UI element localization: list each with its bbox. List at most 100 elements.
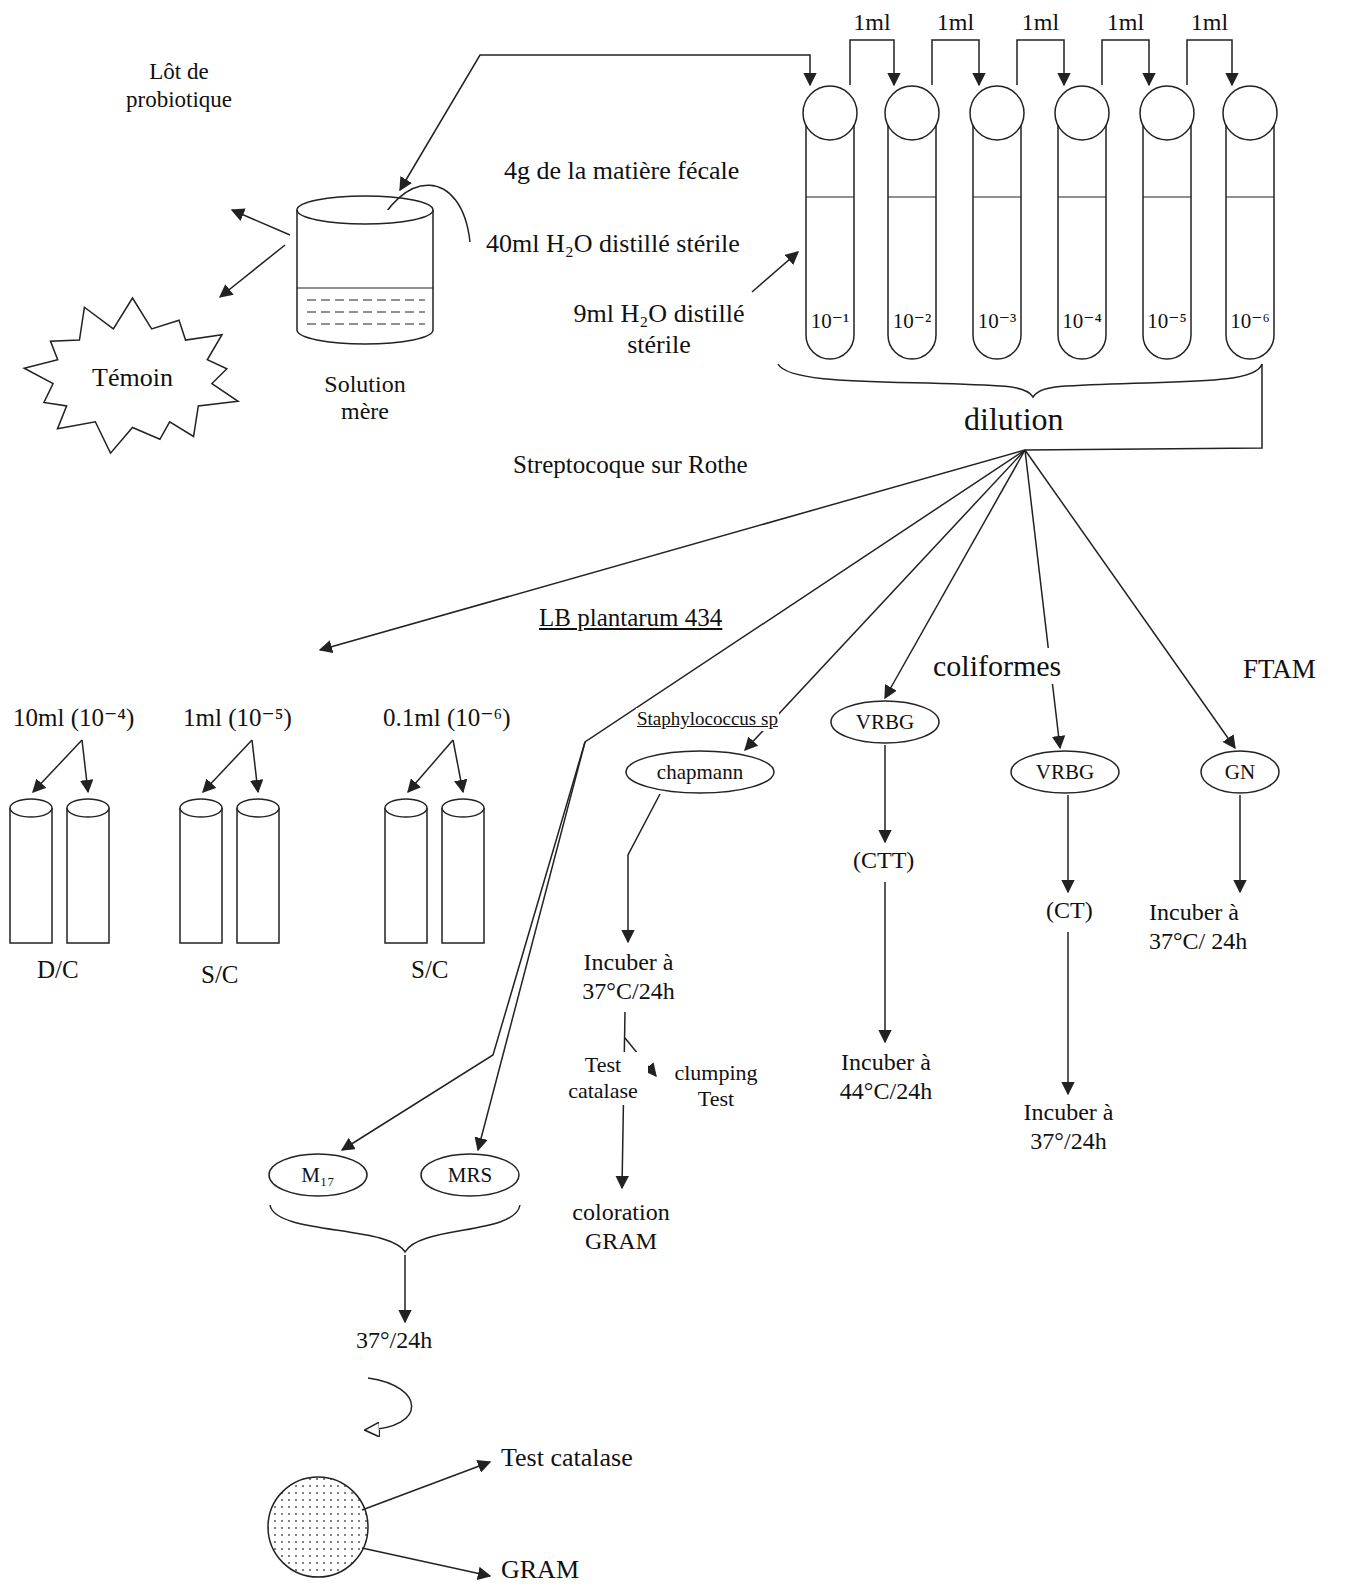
flow-connector: [400, 55, 810, 190]
drawing-part: [297, 196, 433, 224]
drawing-part: [421, 1154, 519, 1196]
drawing-part: [237, 799, 279, 943]
flow-connector: [850, 40, 894, 85]
node-text: Solution mère: [308, 371, 423, 426]
annotation-text: 40ml H₂O distillé stérile: [485, 228, 741, 259]
edge-label: 1ml: [1021, 8, 1060, 37]
flow-connector: [1017, 40, 1064, 85]
annotation-text: 4g de la matière fécale: [503, 155, 740, 186]
edge-label: 1ml: [852, 8, 891, 37]
drawing-part: [297, 210, 433, 344]
drawing-part: [884, 745, 886, 842]
drawing-part: [408, 740, 453, 792]
drawing-part: [453, 740, 463, 792]
drawing-part: [362, 1548, 490, 1576]
node-text: MRS: [448, 1163, 492, 1187]
medium-ellipse: GN: [1200, 750, 1280, 794]
dilution-tube: 10⁻⁵: [1137, 85, 1197, 365]
node-text: 10⁻¹: [811, 309, 849, 333]
drawing-part: [442, 799, 484, 943]
annotation-text: 37°/24h: [355, 1326, 433, 1355]
drawing-part: [232, 210, 290, 235]
dilution-tube: 10⁻⁴: [1052, 85, 1112, 365]
drawing-part: [1140, 86, 1194, 140]
drawing-part: [203, 740, 252, 792]
node-text: chapmann: [657, 760, 743, 784]
drawing-part: [1143, 113, 1191, 359]
annotation-text: S/C: [410, 955, 450, 985]
edge-label: 1ml: [936, 8, 975, 37]
drawing-part: [885, 86, 939, 140]
drawing-part: [1067, 932, 1069, 1094]
drawing-part: [884, 882, 886, 1042]
drawing-part: [1011, 751, 1119, 793]
node-text: M₁₇: [301, 1163, 334, 1187]
drawing-part: [1226, 113, 1274, 359]
drawing-part: [362, 1462, 490, 1510]
drawing-part: [806, 196, 854, 197]
annotation-text: D/C: [36, 955, 80, 985]
drawing-part: [1055, 86, 1109, 140]
drawing-part: [970, 86, 1024, 140]
drawing-part: [1025, 450, 1235, 748]
drawing-part: [320, 450, 1025, 650]
drawing-part: [385, 799, 427, 943]
drawing-part: [1067, 795, 1069, 892]
node-text: GN: [1225, 760, 1255, 784]
annotation-text: Staphylococcus sp: [636, 708, 779, 731]
drawing-part: [1143, 196, 1191, 197]
node-text: 10⁻⁴: [1062, 309, 1101, 333]
drawing-part: [778, 364, 1262, 397]
drawing-part: [752, 252, 798, 292]
flow-connector: [932, 40, 979, 85]
node-text: VRBG: [856, 710, 914, 734]
drawing-part: [404, 1255, 406, 1322]
drawing-part: [33, 740, 82, 792]
annotation-text: Incuber à 37°C/24h: [565, 948, 692, 1006]
drawing-part: [973, 113, 1021, 359]
node-text: VRBG: [1036, 760, 1094, 784]
drawing-part: [745, 450, 1025, 750]
drawing-part: [67, 799, 109, 943]
drawing-part: [297, 287, 433, 288]
annotation-text: (CTT): [852, 846, 915, 875]
annotation-text: (CT): [1045, 896, 1094, 925]
drawing-part: [1239, 795, 1241, 892]
beaker-node: Solution mère: [285, 190, 445, 430]
flow-connector: [1187, 40, 1232, 85]
edge-label: 1ml: [1190, 8, 1229, 37]
drawing-part: [831, 701, 939, 743]
annotation-text: Incuber à 37°/24h: [995, 1098, 1142, 1156]
annotation-text: LB plantarum 434: [538, 603, 723, 633]
annotation-text: GRAM: [500, 1554, 580, 1585]
drawing-part: [180, 799, 222, 943]
drawing-part: [342, 450, 1025, 1150]
dilution-tube: 10⁻³: [967, 85, 1027, 365]
drawing-part: [1226, 196, 1274, 197]
node-text: 10⁻³: [978, 309, 1016, 333]
annotation-text: 10ml (10⁻⁴): [12, 703, 135, 733]
drawing-part: [803, 86, 857, 140]
node-text: 10⁻²: [893, 309, 931, 333]
drawing-part: [1058, 196, 1106, 197]
flow-connector: [220, 245, 285, 297]
drawing-part: [973, 196, 1021, 197]
medium-ellipse: MRS: [420, 1153, 520, 1197]
drawing-part: [307, 312, 425, 313]
drawing-part: [307, 300, 425, 301]
drawing-part: [307, 324, 425, 325]
annotation-text: Incuber à 37°C/ 24h: [1148, 898, 1260, 956]
culture-tubes: [10, 799, 484, 943]
drawing-part: [366, 1378, 412, 1430]
annotation-text: Incuber à 44°C/24h: [815, 1048, 957, 1106]
drawing-part: [888, 113, 936, 359]
annotation-text: coliformes: [932, 648, 1062, 684]
annotation-text: 9ml H₂O distillé stérile: [558, 298, 760, 360]
annotation-text: Test catalase: [558, 1052, 648, 1105]
edge-label: 1ml: [1106, 8, 1145, 37]
dilution-tube: 10⁻¹: [800, 85, 860, 365]
node-text: 10⁻⁶: [1230, 309, 1269, 333]
dilution-tube: 10⁻²: [882, 85, 942, 365]
annotation-text: 1ml (10⁻⁵): [182, 703, 293, 733]
dilution-tube: 10⁻⁶: [1220, 85, 1280, 365]
